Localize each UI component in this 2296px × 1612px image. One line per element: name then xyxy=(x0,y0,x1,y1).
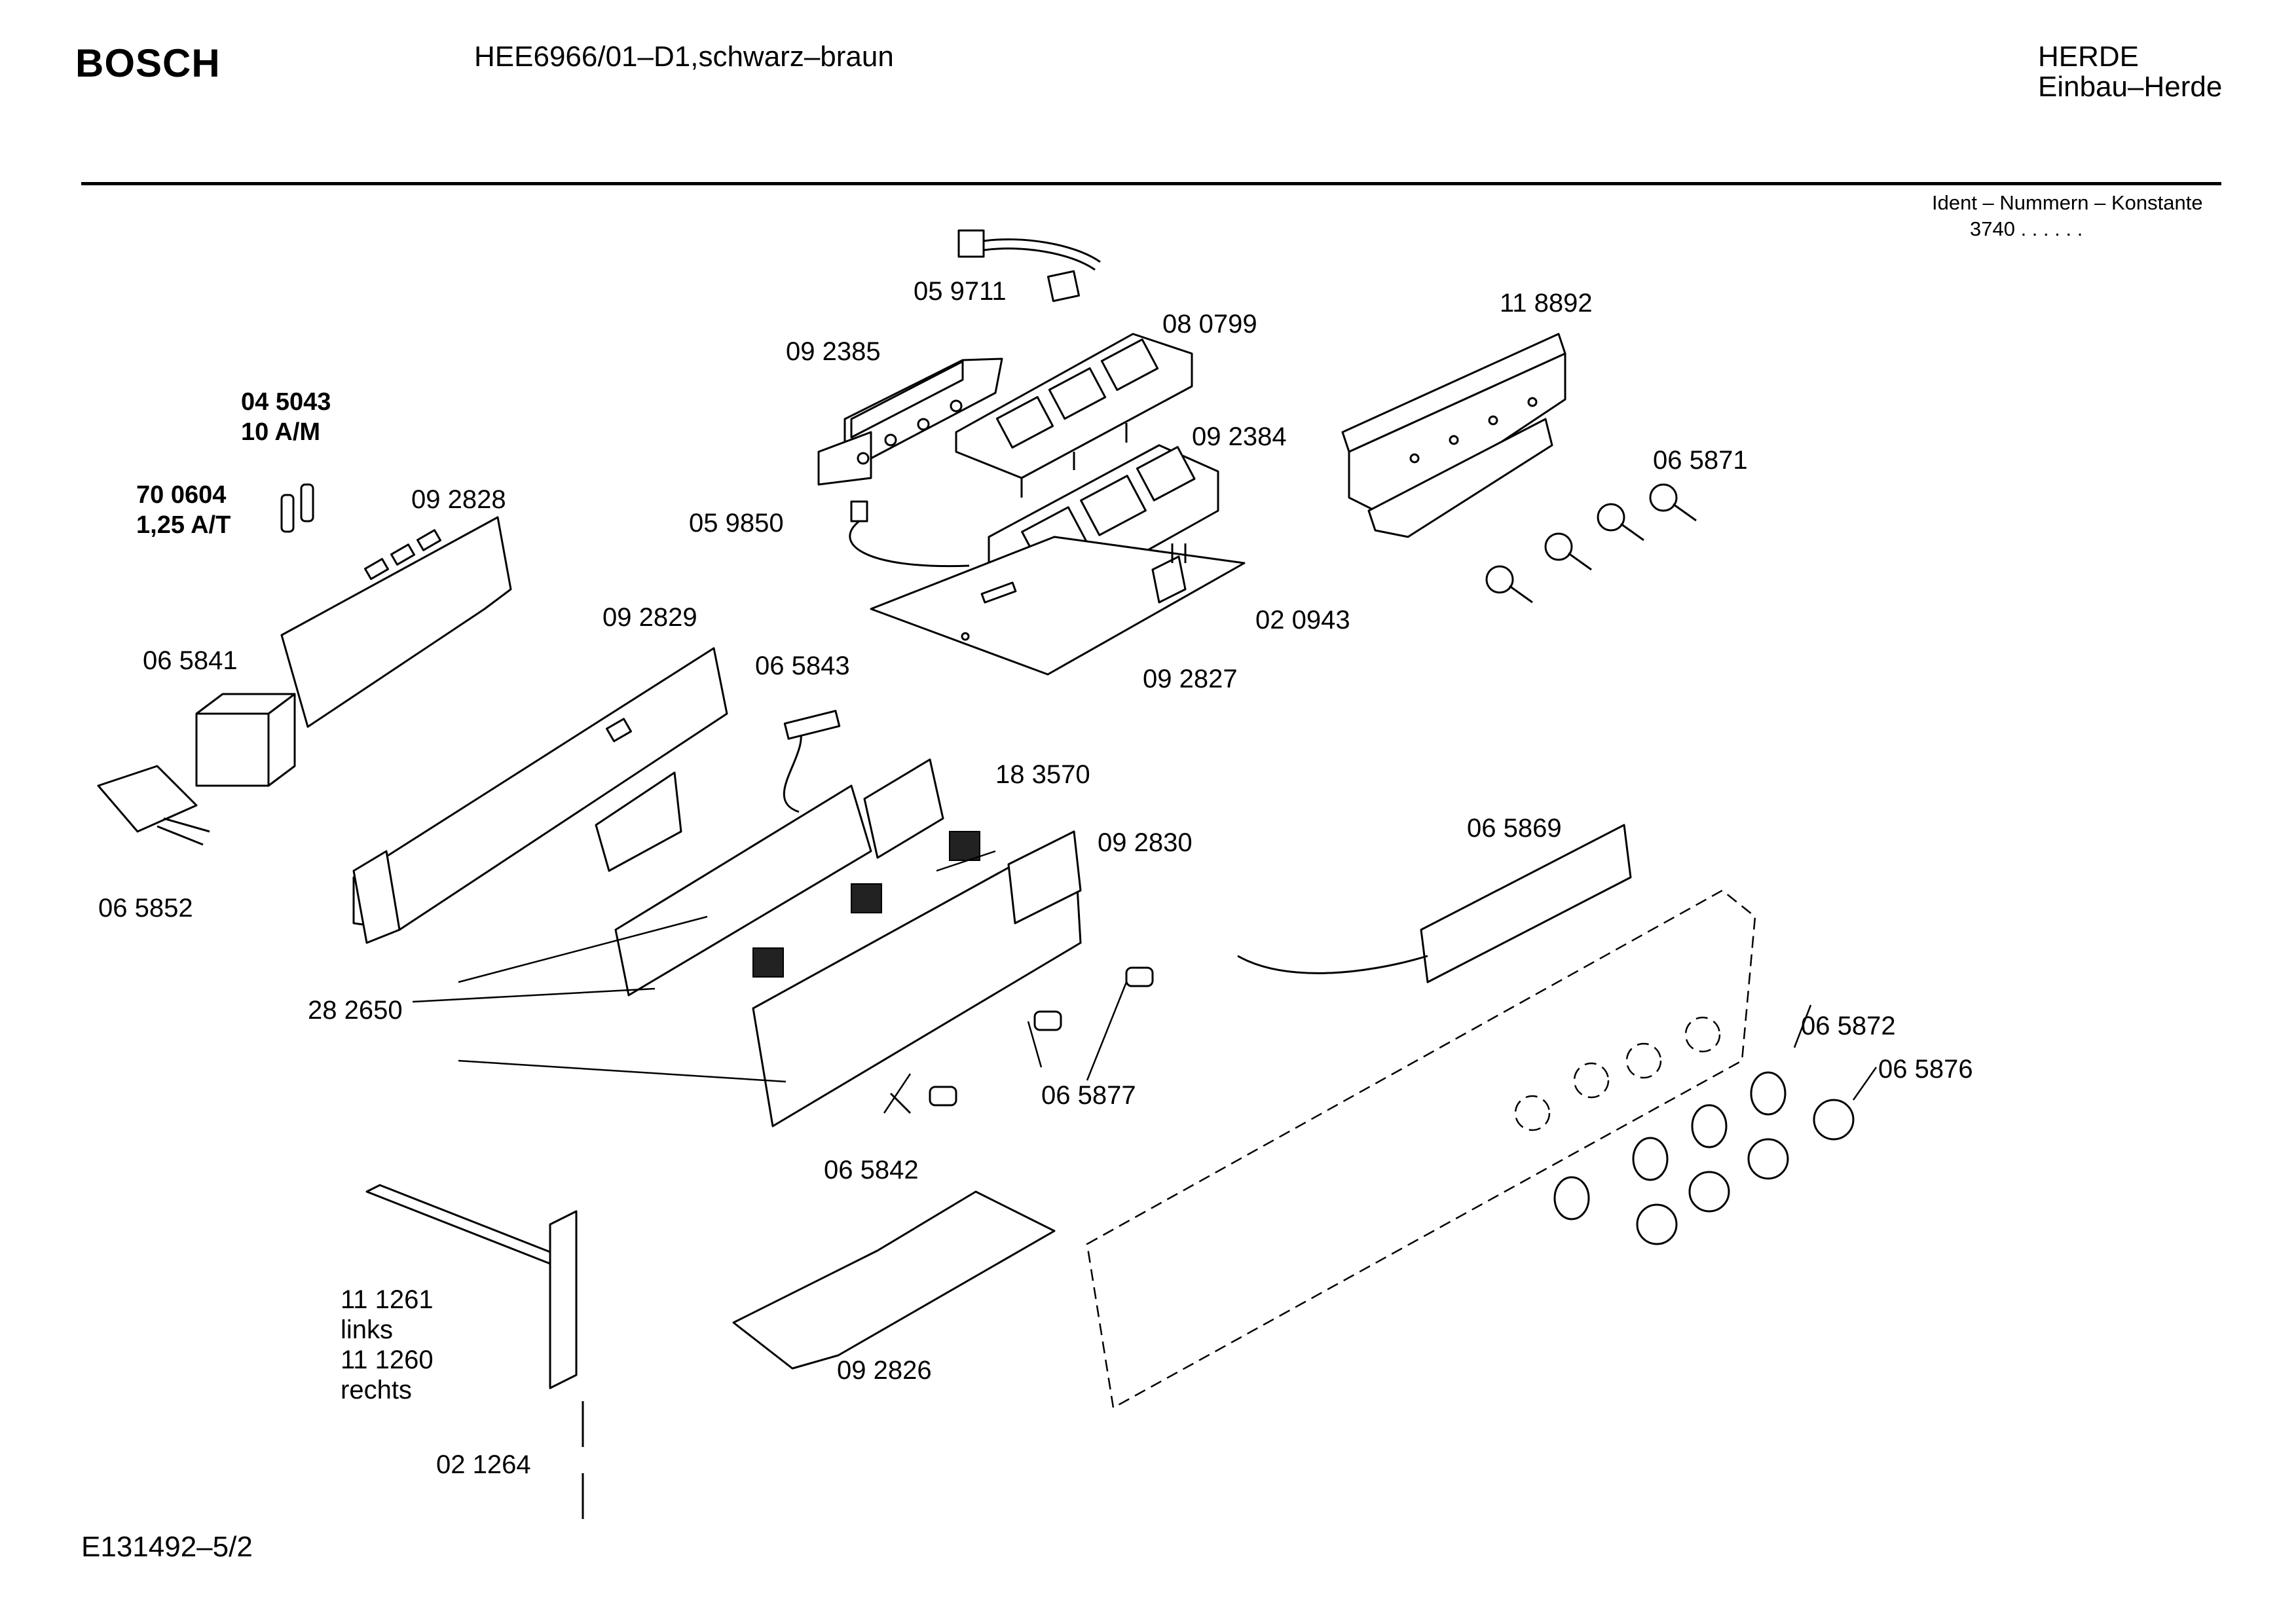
model-title: HEE6966/01–D1,schwarz–braun xyxy=(474,41,894,73)
part-control-panel[interactable] xyxy=(1086,889,1756,1409)
header-rule xyxy=(81,182,2221,185)
label-092829: 09 2829 xyxy=(602,603,697,632)
label-111261: 11 1261 xyxy=(341,1285,434,1314)
label-282650: 28 2650 xyxy=(308,996,403,1025)
label-092827: 09 2827 xyxy=(1143,665,1238,693)
label-700604: 70 0604 xyxy=(136,481,226,509)
label-183570: 18 3570 xyxy=(995,760,1090,789)
label-092384: 09 2384 xyxy=(1192,422,1287,451)
label-065852: 06 5852 xyxy=(98,894,193,923)
part-092826-sheet[interactable] xyxy=(732,1190,1056,1370)
label-092826: 09 2826 xyxy=(837,1356,932,1385)
label-065842: 06 5842 xyxy=(824,1156,919,1184)
label-065876: 06 5876 xyxy=(1878,1055,1973,1084)
label-065871: 06 5871 xyxy=(1653,446,1748,475)
label-111260: 11 1260 xyxy=(341,1346,434,1374)
label-065872: 06 5872 xyxy=(1801,1012,1896,1040)
label-118892: 11 8892 xyxy=(1500,289,1593,318)
part-065877-sleeves[interactable] xyxy=(929,966,1154,1107)
leader-lines xyxy=(412,850,1878,1114)
part-118892-rail[interactable] xyxy=(1341,333,1566,538)
brand-logo: BOSCH xyxy=(75,41,221,85)
part-080799-relay-holder[interactable] xyxy=(955,333,1193,498)
label-065841: 06 5841 xyxy=(143,646,238,675)
label-065869: 06 5869 xyxy=(1467,814,1562,843)
drawing-number: E131492–5/2 xyxy=(81,1531,253,1563)
category-line-1: HERDE xyxy=(2038,41,2139,73)
part-092828-circuit-board[interactable] xyxy=(280,516,512,728)
label-045043-rating: 10 A/M xyxy=(241,418,320,446)
ident-label: Ident – Nummern – Konstante xyxy=(1932,191,2203,214)
category-line-2: Einbau–Herde xyxy=(2038,71,2223,103)
part-020943-contact[interactable] xyxy=(1151,543,1187,604)
label-092828: 09 2828 xyxy=(411,485,506,514)
label-092385: 09 2385 xyxy=(786,337,881,366)
part-059711-connector[interactable] xyxy=(957,229,1101,302)
label-065877: 06 5877 xyxy=(1041,1081,1136,1110)
part-065869-display[interactable] xyxy=(1237,824,1632,983)
part-065872-rings[interactable] xyxy=(1553,1071,1787,1220)
part-065843-cover-plate[interactable] xyxy=(595,771,682,872)
label-700604-rating: 1,25 A/T xyxy=(136,511,231,539)
part-092830-front-frame[interactable] xyxy=(752,830,1082,1127)
part-display-module[interactable] xyxy=(614,710,944,997)
part-092829-control-housing[interactable] xyxy=(352,647,728,944)
part-059850-cable[interactable] xyxy=(849,500,970,568)
label-080799: 08 0799 xyxy=(1162,310,1257,339)
part-045043-fuse[interactable] xyxy=(300,483,314,522)
label-059711: 05 9711 xyxy=(914,277,1007,306)
label-065843: 06 5843 xyxy=(755,651,850,680)
part-065871-rotary-switches[interactable] xyxy=(1485,483,1697,604)
part-065876-knobs[interactable] xyxy=(1636,1099,1855,1245)
part-700604-fuse[interactable] xyxy=(280,494,295,533)
part-092385-bracket[interactable] xyxy=(817,357,1003,486)
part-111261-111260-side-brackets[interactable] xyxy=(365,1184,578,1389)
part-183570-push-switches[interactable] xyxy=(752,831,980,978)
part-065841-transformer[interactable] xyxy=(195,693,296,787)
label-111261-side: links xyxy=(341,1315,393,1344)
label-045043: 04 5043 xyxy=(241,388,331,416)
part-065842-pin[interactable] xyxy=(889,1092,912,1114)
ident-value: 3740 . . . . . . xyxy=(1970,217,2083,240)
label-021264: 02 1264 xyxy=(436,1450,531,1479)
label-020943: 02 0943 xyxy=(1255,606,1350,634)
part-092827-insulation-sheet[interactable] xyxy=(870,536,1246,676)
label-092830: 09 2830 xyxy=(1098,828,1193,857)
label-111260-side: rechts xyxy=(341,1376,412,1404)
part-065852-connector-block[interactable] xyxy=(97,765,210,846)
label-059850: 05 9850 xyxy=(689,509,784,538)
